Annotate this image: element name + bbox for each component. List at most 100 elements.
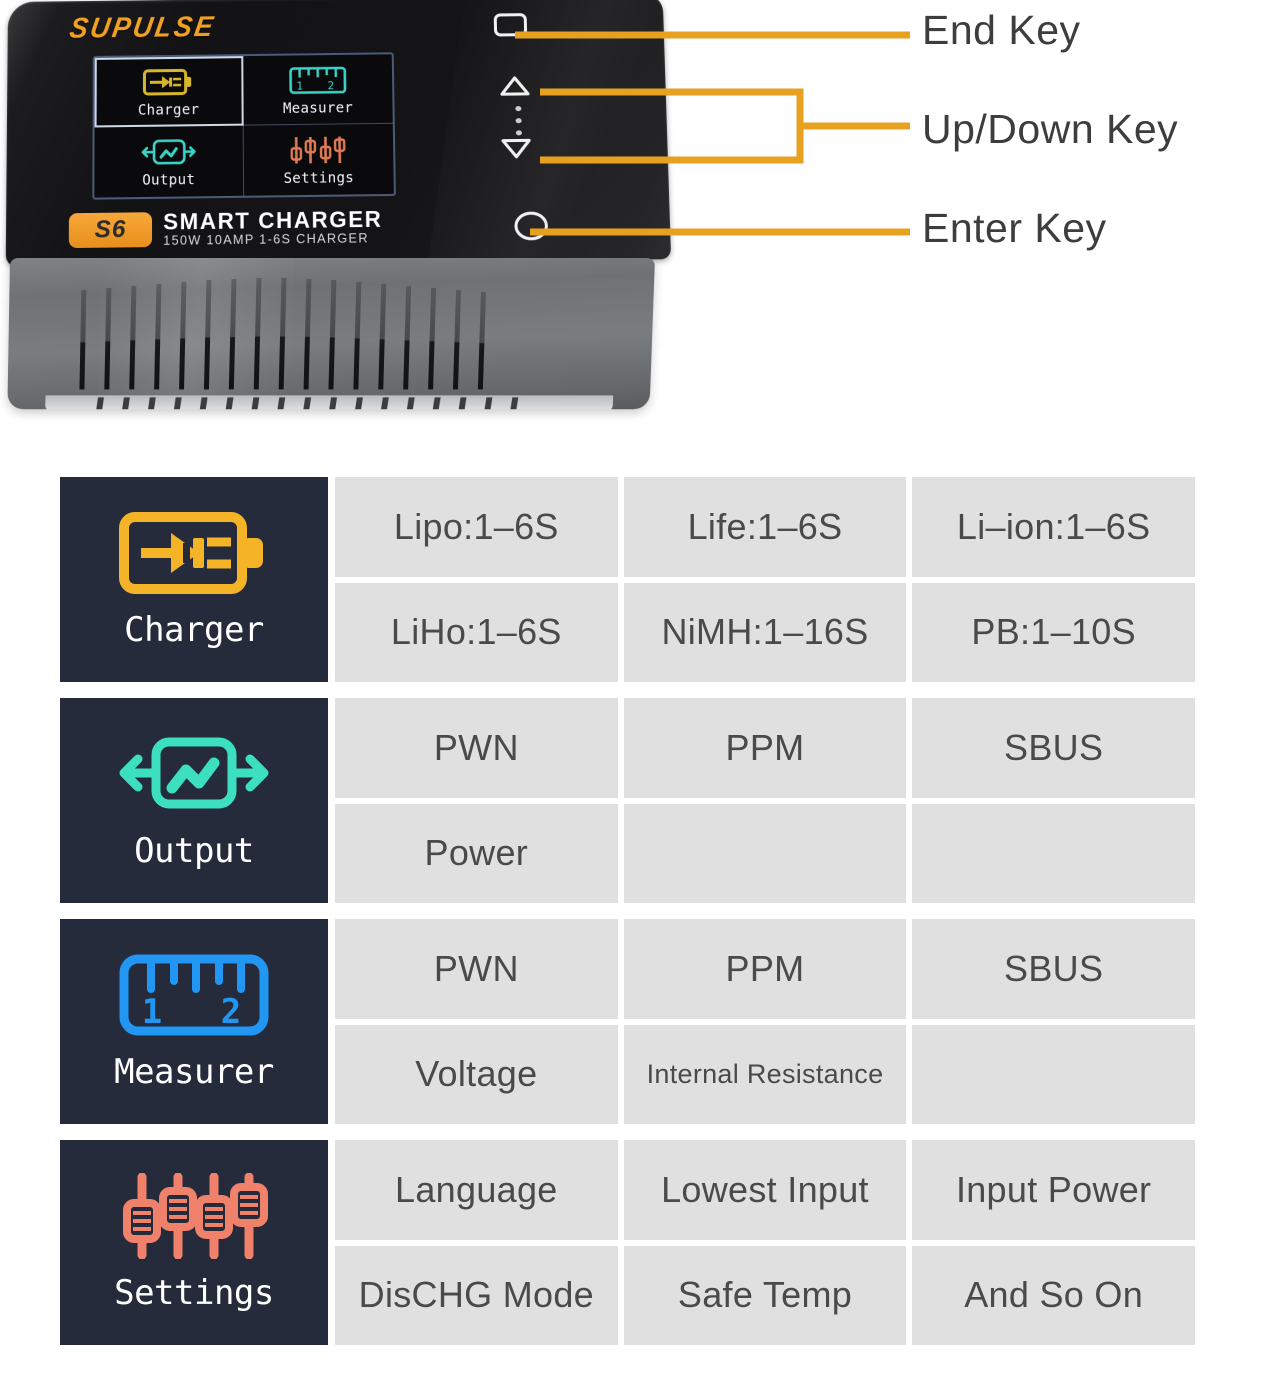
ruler-icon: 1 2 [288,62,347,97]
vent-group [79,277,486,390]
category-charger: Charger [60,477,328,682]
table-cell: PPM [623,698,907,798]
table-cell: DisCHG Mode [335,1245,618,1345]
sliders-icon [288,132,349,167]
foot-slot [225,397,234,410]
rounded-square-icon [493,13,527,37]
screen-item-settings[interactable]: Settings [244,124,394,196]
table-row-charger: Charger Lipo:1–6S Life:1–6S Li–ion:1–6S … [60,477,1195,682]
screen-item-measurer[interactable]: 1 2 Measurer [243,54,393,126]
screen-label-output: Output [142,171,196,189]
triangle-up-icon [499,75,532,98]
foot-slot [122,397,130,410]
category-output: Output [60,698,328,903]
table-cell: Lipo:1–6S [335,477,618,577]
key-dots-indicator [515,106,522,136]
battery-plug-icon [119,510,269,596]
table-row-settings: Settings Language Lowest Input Input Pow… [60,1140,1195,1345]
dot-3 [515,130,522,136]
foot-slot [458,397,467,410]
cell-grid-measurer: PWN PPM SBUS Voltage Internal Resistance [335,919,1195,1124]
vent-slot [203,279,212,390]
foot-slot [303,397,312,410]
enter-key[interactable] [513,210,550,246]
table-cell: Lowest Input [623,1140,907,1240]
table-cell [912,803,1195,903]
end-key[interactable] [493,13,528,42]
model-subtitle: 150W 10AMP 1-6S CHARGER [163,231,369,249]
up-key[interactable] [499,75,532,103]
foot-slot [354,397,363,410]
device-top-face: SUPULSE Charger [5,0,672,268]
vent-slot [452,289,462,390]
foot-slot [96,397,104,410]
foot-slot [329,397,338,410]
table-cell: PWN [335,919,618,1019]
foot-slot [380,397,389,410]
battery-plug-icon [142,64,194,99]
model-text: SMART CHARGER 150W 10AMP 1-6S CHARGER [163,206,383,249]
foot-slot-group [96,397,519,410]
table-cell: Input Power [912,1140,1195,1240]
down-key[interactable] [500,137,533,165]
foot-slot [484,397,493,410]
svg-text:2: 2 [221,992,241,1032]
foot-slot [199,397,208,410]
table-cell [912,1024,1195,1124]
vent-slot [278,277,287,390]
device-screen: Charger 1 2 Measurer [92,52,396,200]
category-label-settings: Settings [114,1272,274,1313]
screen-label-measurer: Measurer [282,99,354,117]
feature-table: Charger Lipo:1–6S Life:1–6S Li–ion:1–6S … [60,477,1195,1361]
table-cell: Internal Resistance [623,1024,907,1124]
vent-slot [328,279,337,390]
dot-1 [515,106,522,112]
category-settings: Settings [60,1140,328,1345]
foot-slot [251,397,260,410]
vent-slot [477,291,486,390]
screen-item-output[interactable]: Output [94,125,245,198]
foot-slot [406,397,415,410]
table-cell: LiHo:1–6S [335,582,618,682]
table-cell: SBUS [912,919,1195,1019]
screen-label-charger: Charger [137,101,200,119]
vent-slot [154,283,162,390]
circle-icon [513,210,550,241]
signal-output-icon [138,134,199,169]
table-cell: Language [335,1140,618,1240]
cell-grid-charger: Lipo:1–6S Life:1–6S Li–ion:1–6S LiHo:1–6… [335,477,1195,682]
table-cell [623,803,907,903]
screen-label-settings: Settings [283,169,355,188]
category-label-charger: Charger [124,609,264,650]
table-cell: NiMH:1–16S [623,582,907,682]
vent-slot [129,285,137,390]
dot-2 [515,118,522,124]
callout-label-updown-key: Up/Down Key [922,106,1179,152]
svg-text:2: 2 [327,79,334,92]
screen-item-charger[interactable]: Charger [94,56,244,128]
table-cell: Safe Temp [623,1245,907,1345]
vent-slot [428,287,437,390]
product-photo: SUPULSE Charger [0,0,690,440]
svg-text:1: 1 [296,79,303,92]
category-label-measurer: Measurer [114,1051,274,1092]
foot-slot [147,397,156,410]
brand-logo: SUPULSE [67,10,218,45]
table-row-output: Output PWN PPM SBUS Power [60,698,1195,903]
cell-grid-output: PWN PPM SBUS Power [335,698,1195,903]
triangle-down-icon [500,137,533,160]
signal-output-icon [118,731,270,817]
table-cell: Life:1–6S [623,477,907,577]
table-cell: PPM [623,919,907,1019]
callout-label-end-key: End Key [922,7,1081,53]
vent-slot [79,289,87,390]
vent-slot [228,278,237,390]
ruler-icon: 1 2 [118,952,270,1038]
foot-slot [277,397,286,410]
vent-slot [179,281,187,390]
vent-slot [303,278,312,390]
callout-label-enter-key: Enter Key [922,205,1107,251]
table-cell: PWN [335,698,618,798]
table-cell: Power [335,803,618,903]
vent-slot [378,283,387,390]
